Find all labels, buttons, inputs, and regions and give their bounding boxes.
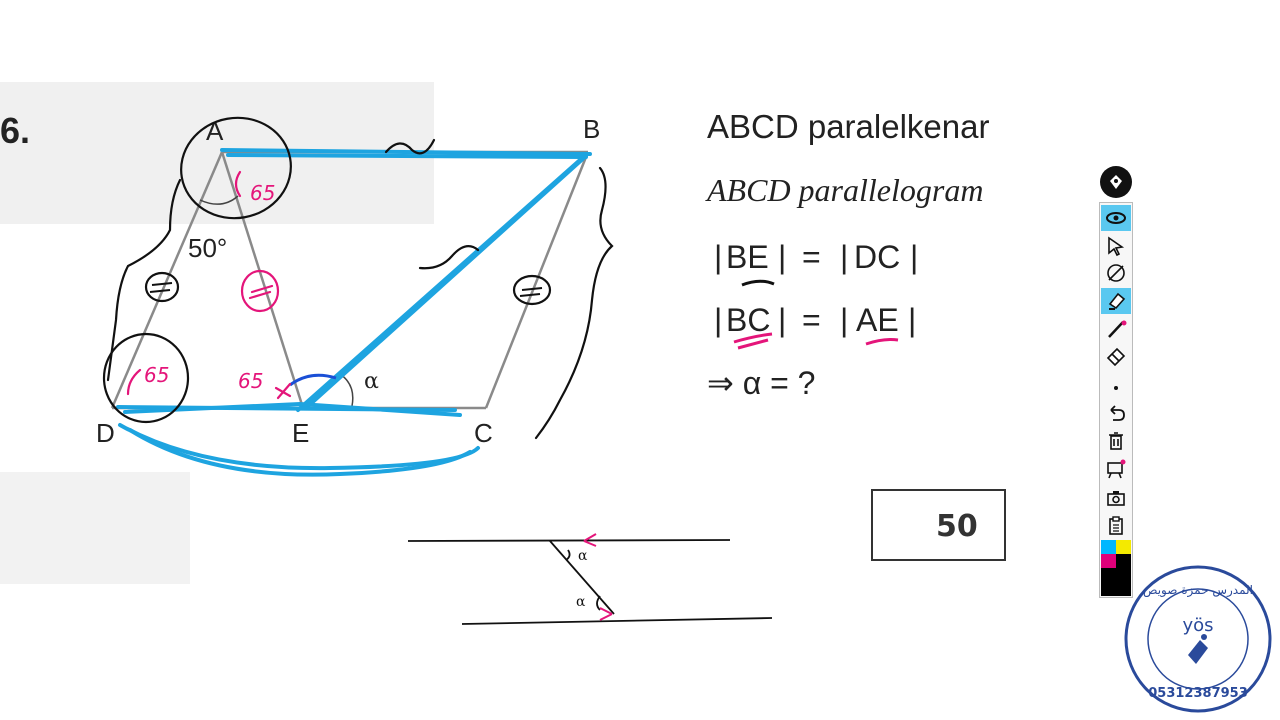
label-angle-a: 50° xyxy=(188,233,227,263)
toolbar-pen-badge[interactable] xyxy=(1100,166,1132,198)
eye-tool-button[interactable] xyxy=(1101,205,1131,231)
segment-ae xyxy=(220,151,305,409)
blue-highlight-strokes xyxy=(116,148,592,477)
alternate-angles-sketch xyxy=(407,539,773,625)
equal-mark-bc xyxy=(519,287,543,297)
underline-ae xyxy=(865,338,899,346)
eq1-bar-end: | xyxy=(910,239,918,275)
color-swatch-cyan[interactable] xyxy=(1101,540,1116,554)
eq2-bar-mid: | xyxy=(778,302,786,338)
underline-be xyxy=(741,279,775,287)
pen-icon xyxy=(1110,175,1122,189)
line-icon xyxy=(1108,320,1127,338)
eq2-equals: = xyxy=(802,302,821,338)
alt-angle-bottom-label: α xyxy=(576,594,586,610)
alt-angle-top-label: α xyxy=(578,548,588,564)
board-icon xyxy=(1107,459,1126,479)
side-bc xyxy=(484,151,590,409)
pink-arrow-top xyxy=(583,533,597,547)
eye-icon xyxy=(1106,212,1126,224)
eq1-right: DC xyxy=(854,239,900,275)
eq2-bar-right-open: | xyxy=(840,302,848,338)
line-tool-button[interactable] xyxy=(1101,316,1131,342)
angle-a-arc xyxy=(199,195,239,205)
no-pen-icon xyxy=(1107,264,1125,282)
highlighter-icon xyxy=(1108,292,1126,310)
toolbar-panel xyxy=(1099,202,1133,598)
angle-65-at-e: 65 xyxy=(238,369,263,393)
clipboard-icon xyxy=(1109,516,1123,535)
eq2-bar-end: | xyxy=(908,302,916,338)
watermark-brand: yös xyxy=(1182,615,1213,636)
equal-mark-ad xyxy=(149,282,173,293)
eq1-bar-left: | xyxy=(714,239,722,275)
eq1-equals: = xyxy=(802,239,821,275)
eq2-right: AE xyxy=(856,302,899,338)
eq1-bar-mid: | xyxy=(778,239,786,275)
eraser-tool-button[interactable] xyxy=(1101,343,1131,369)
black-ink-strokes xyxy=(102,116,614,440)
title-english: ABCD parallelogram xyxy=(705,172,983,208)
question-text: ⇒ α = ? xyxy=(707,365,815,401)
pink-ink-strokes xyxy=(126,170,292,400)
answer-box xyxy=(871,489,1006,561)
title-turkish: ABCD paralelkenar xyxy=(707,108,989,145)
angle-65-at-d: 65 xyxy=(144,363,169,387)
color-palette xyxy=(1101,540,1131,596)
clear-button[interactable] xyxy=(1101,428,1131,454)
highlighter-tool-button[interactable] xyxy=(1101,288,1131,314)
color-swatch-black-wide[interactable] xyxy=(1101,568,1131,596)
dot-size-button[interactable] xyxy=(1101,371,1131,397)
pointer-icon xyxy=(1108,236,1125,257)
problem-number: 6. xyxy=(0,110,30,151)
underline-bc xyxy=(733,332,773,350)
watermark-phone: 05312387953 xyxy=(1148,686,1248,701)
dot-icon xyxy=(1114,386,1118,390)
angle-65-at-a: 65 xyxy=(250,181,275,205)
eq1-bar-right-open: | xyxy=(840,239,848,275)
answer-value: 50 xyxy=(936,509,978,544)
pointer-tool-button[interactable] xyxy=(1101,233,1131,259)
pink-arrow-bottom xyxy=(599,607,613,621)
circle-around-a xyxy=(180,116,292,220)
whiteboard-button[interactable] xyxy=(1101,456,1131,482)
side-ad xyxy=(110,151,224,409)
clipboard-button[interactable] xyxy=(1101,512,1131,538)
label-angle-alpha: α xyxy=(364,369,379,394)
angle-alpha-arc xyxy=(339,373,354,407)
watermark-logo: المدرس حمزة صويص yös 05312387953 xyxy=(1124,565,1272,713)
trash-icon xyxy=(1109,432,1123,450)
scan-shade-bottom xyxy=(0,472,190,584)
mark-circle-ae xyxy=(240,269,280,313)
label-vertex-e: E xyxy=(292,418,309,448)
color-swatch-yellow[interactable] xyxy=(1116,540,1131,554)
screenshot-button[interactable] xyxy=(1101,485,1131,511)
undo-button[interactable] xyxy=(1101,400,1131,426)
color-swatch-magenta[interactable] xyxy=(1101,554,1116,568)
eq2-left: BC xyxy=(726,302,770,338)
mark-circle-bc xyxy=(512,274,552,306)
mark-circle-ad xyxy=(144,271,180,303)
eq1-left: BE xyxy=(726,239,769,275)
disable-pen-tool-button[interactable] xyxy=(1101,260,1131,286)
camera-icon xyxy=(1107,491,1125,506)
circle-around-d xyxy=(102,332,190,424)
watermark-arabic-name: المدرس حمزة صويص xyxy=(1143,583,1253,598)
color-swatch-black[interactable] xyxy=(1116,554,1131,568)
undo-icon xyxy=(1110,405,1125,421)
drawing-toolbar xyxy=(1099,166,1133,598)
label-vertex-d: D xyxy=(96,418,115,448)
label-vertex-c: C xyxy=(474,418,493,448)
eq2-bar-left: | xyxy=(714,302,722,338)
blue-angle-mark xyxy=(289,373,337,387)
label-vertex-b: B xyxy=(583,114,600,144)
eraser-icon xyxy=(1106,347,1126,367)
